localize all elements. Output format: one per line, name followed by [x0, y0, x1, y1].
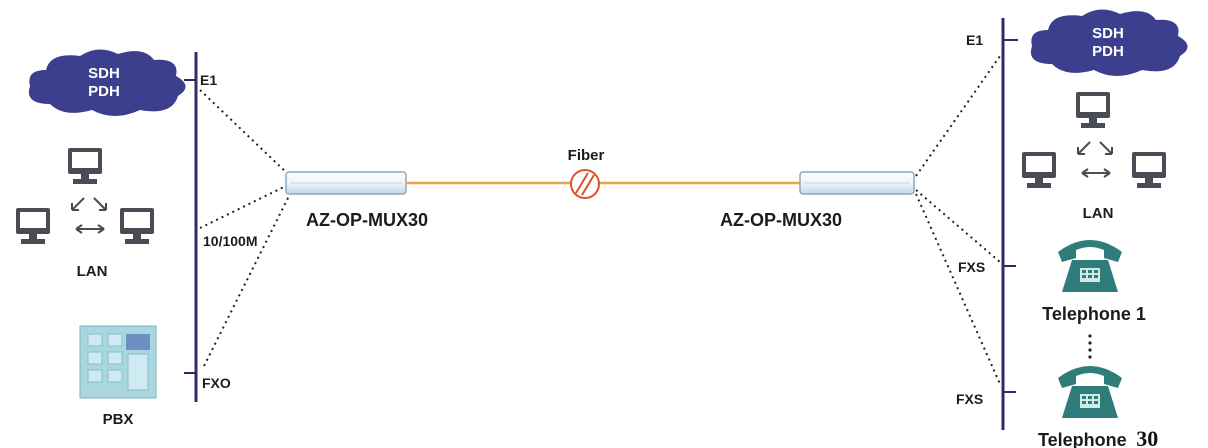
right-mux-label: AZ-OP-MUX30	[720, 210, 842, 230]
right-e1-port-label: E1	[966, 32, 983, 48]
left-lan-group: LAN	[16, 148, 154, 280]
left-e1-port-label: E1	[200, 72, 217, 88]
left-mux-device-icon	[285, 171, 407, 195]
computer-icon	[120, 208, 154, 244]
computer-icon	[68, 148, 102, 184]
right-mux-device-icon	[799, 171, 915, 195]
telephone-icon	[1058, 366, 1122, 418]
telephone-30-word: Telephone	[1038, 430, 1127, 448]
left-cloud-label-pdh: PDH	[88, 83, 120, 100]
right-dotted-links	[915, 55, 1001, 385]
telephone-1-label: Telephone 1	[1042, 304, 1146, 324]
left-dotted-links	[199, 89, 293, 367]
telephone-30-label: Telephone 30	[1038, 426, 1158, 448]
telephone-icon	[1058, 240, 1122, 292]
right-cloud-label-pdh: PDH	[1092, 43, 1124, 60]
fiber-icon	[570, 169, 600, 199]
left-cloud-label-sdh: SDH	[88, 65, 120, 82]
right-fxs2-port-label: FXS	[956, 391, 983, 407]
right-lan-label: LAN	[1083, 205, 1114, 222]
left-mux-label: AZ-OP-MUX30	[306, 210, 428, 230]
left-ethernet-port-label: 10/100M	[203, 233, 257, 249]
right-fxs1-port-label: FXS	[958, 259, 985, 275]
left-lan-label: LAN	[77, 263, 108, 280]
right-sdh-pdh-cloud-icon: SDH PDH	[1030, 9, 1188, 77]
network-arrows-icon	[1077, 141, 1113, 178]
network-arrows-icon	[71, 197, 107, 234]
ellipsis-dots	[1088, 334, 1092, 359]
computer-icon	[1132, 152, 1166, 188]
computer-icon	[1076, 92, 1110, 128]
computer-icon	[16, 208, 50, 244]
computer-icon	[1022, 152, 1056, 188]
right-lan-group: LAN	[1022, 92, 1166, 222]
left-fxo-port-label: FXO	[202, 375, 231, 391]
left-sdh-pdh-cloud-icon: SDH PDH	[28, 49, 186, 116]
telephone-30-number: 30	[1136, 426, 1158, 448]
pbx-label: PBX	[103, 411, 134, 428]
pbx-icon	[79, 325, 157, 399]
fiber-label: Fiber	[568, 147, 605, 164]
right-cloud-label-sdh: SDH	[1092, 25, 1124, 42]
